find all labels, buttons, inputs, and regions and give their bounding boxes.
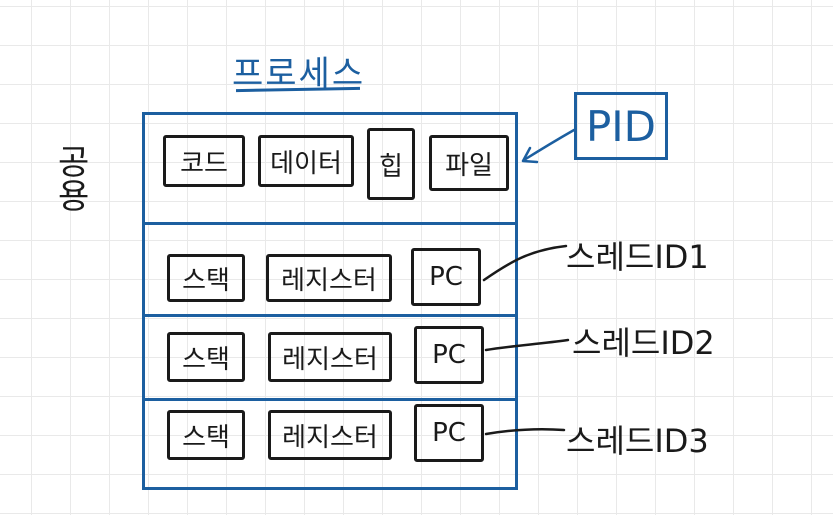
thread-id1-label: 스레드ID1: [566, 238, 709, 276]
process-box: [142, 112, 518, 490]
code-box: 코드: [163, 135, 245, 187]
pid-arrowhead: [521, 146, 539, 164]
thread3-connector: [484, 427, 566, 436]
thread-id3-label: 스레드ID3: [566, 422, 709, 460]
shared-thread-divider: [142, 222, 518, 225]
thread2-connector: [484, 338, 570, 352]
thread-id2-label: 스레드ID2: [572, 324, 715, 362]
thread1-stack-box: 스택: [167, 254, 245, 302]
pid-box: PID: [574, 92, 668, 160]
process-title: 프로세스: [232, 54, 366, 94]
thread2-register-box: 레지스터: [268, 332, 392, 382]
file-box: 파일: [429, 135, 509, 191]
thread1-pc-box: PC: [411, 248, 481, 306]
thread1-connector: [482, 244, 568, 282]
thread3-register-box: 레지스터: [268, 410, 392, 460]
thread2-stack-box: 스택: [167, 332, 245, 382]
thread1-thread2-divider: [142, 314, 518, 317]
thread2-pc-box: PC: [414, 326, 484, 384]
pid-connector: [522, 128, 576, 162]
shared-label: 공용: [58, 143, 90, 217]
heap-box: 힙: [367, 128, 415, 200]
data-box: 데이터: [258, 135, 354, 187]
thread3-stack-box: 스택: [167, 410, 245, 460]
thread1-register-box: 레지스터: [266, 254, 392, 302]
thread2-thread3-divider: [142, 398, 518, 401]
thread3-pc-box: PC: [414, 404, 484, 462]
